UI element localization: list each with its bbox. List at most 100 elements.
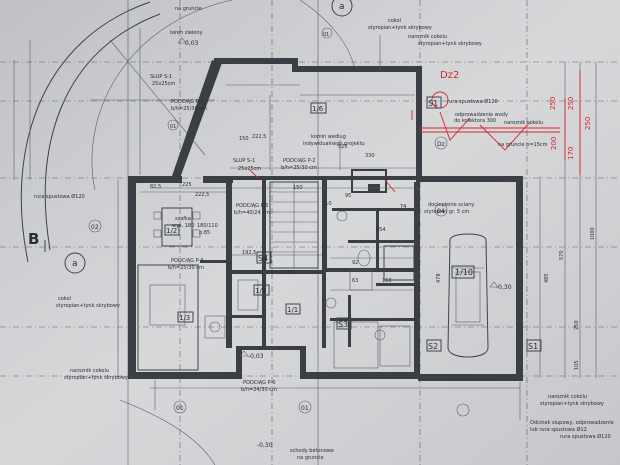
label-szafka: szafka <box>175 216 191 222</box>
svg-text:04: 04 <box>437 208 445 215</box>
label-podciag-p6-size: b/h=24/30 cm <box>241 387 277 393</box>
room-label-1-6: 1/6 <box>312 105 324 113</box>
dim-1000: 1000 <box>590 227 596 240</box>
label-dz2: Dz2 <box>440 70 459 81</box>
outer-walls <box>128 58 523 381</box>
label-cokol-left-2: styropian+tynk skrybowy <box>56 303 120 309</box>
dim-92: 92 <box>352 260 358 266</box>
room-label-1-2: 1/2 <box>166 227 177 235</box>
dim-330: 330 <box>365 153 375 159</box>
label-naroznik-right-4: na gruncie h=15cm <box>498 142 548 148</box>
dim-74: 74 <box>400 204 406 210</box>
label-cokol-top: cokol <box>388 18 401 24</box>
dining-table <box>161 207 193 247</box>
bathtub <box>383 245 415 281</box>
label-docieplenie-2: styropian gr. 5 cm <box>424 209 469 215</box>
label-slup-s1b: SLUP S-1 <box>233 158 255 164</box>
dim-222-5-b: 222,5 <box>195 192 209 198</box>
room-label-1-1: 1/1 <box>287 306 298 314</box>
label-podciag-p5: PODCIĄG P-5 <box>236 203 268 209</box>
label-naroznik-right-2: styropian+tynk skrybowy <box>540 401 604 407</box>
dim-233: 233 <box>286 270 296 276</box>
label-odprowadzenie-2: do kolektora 300 <box>454 118 496 124</box>
label-naroznik-left: naroznik cokolu <box>70 368 109 374</box>
dim-105: 105 <box>574 360 580 370</box>
dim-160: 160 <box>382 278 392 284</box>
label-komin-2: indywidualnego projektu <box>303 141 365 147</box>
staircase <box>269 181 319 269</box>
svg-text:250: 250 <box>567 97 575 110</box>
dim-150-b: 150 <box>293 185 303 191</box>
label-podciag-p1-size: b/h=25/30 cm <box>171 106 207 112</box>
label-docieplenie: docieplenie sciany <box>428 202 474 208</box>
room-label-1-10: 1/10 <box>455 268 473 277</box>
svg-text:02: 02 <box>91 224 99 231</box>
label-komin: komin wedlug <box>311 134 346 140</box>
label-wys-right: 180/110 <box>197 223 218 229</box>
label-slup-s1: SLUP S-1 <box>150 74 172 80</box>
label-naroznik-right-3: naroznik cokolu <box>504 120 543 126</box>
svg-text:01: 01 <box>323 32 329 38</box>
label-odcinek: Odcinek slupowy, odprowadzenie <box>530 420 614 426</box>
dim-63: 63 <box>352 278 358 284</box>
label-slup-s1-size: 25x25cm <box>152 81 175 87</box>
svg-text:Dz: Dz <box>437 141 445 148</box>
label-naroznik-left-2: styropian+tynk skrybowy <box>64 375 128 381</box>
axis-marker-a-left: a <box>72 259 78 269</box>
svg-text:01: 01 <box>301 405 309 412</box>
car-outline <box>447 233 489 358</box>
dim-150-a: 150 <box>239 136 249 142</box>
label-podciag-p6: PODCIĄG P-6 <box>243 380 275 386</box>
svg-text:200: 200 <box>550 137 558 150</box>
label-podciag-p3-size: b/h=25/30 cm <box>168 265 204 271</box>
axis-markers: a a B 02 01 01 01 Dz 04 01 <box>28 0 470 417</box>
label-odprowadzenie: odprowadzenie wody <box>455 112 508 118</box>
dim-325: 325 <box>338 144 348 150</box>
label-naroznik-top: naroznik cokolu <box>408 34 447 40</box>
room-label-s2: S2 <box>428 342 438 351</box>
elevation-marks: 0,03 -0,30 -0,03 -0,30 <box>177 37 512 449</box>
dim-485: 485 <box>544 273 550 283</box>
label-rura-top: rura spustowa Ø120 <box>447 98 498 105</box>
label-naroznik-top-2: styropian+tynk skrybowy <box>418 41 482 47</box>
dim-82-5: 82,5 <box>150 184 161 190</box>
label-rura-left: rura spustowa Ø120 <box>34 193 85 200</box>
label-odcinek-2: lub rura spustowa Ø12 <box>530 426 587 433</box>
dim-250: 250 <box>574 320 580 330</box>
label-podciag-p5-size: b/h=40/24 cm <box>234 210 270 216</box>
section-marker-b: B <box>28 230 39 248</box>
dim-110: 110 <box>322 201 332 207</box>
dim-95: 95 <box>345 193 351 199</box>
svg-text:170: 170 <box>567 147 575 160</box>
furniture <box>137 207 415 371</box>
dimension-values: 150 225 222,5 82,5 222,5 150 95 110 325 … <box>150 134 596 370</box>
elevation-terrace: -0,03 <box>248 353 264 360</box>
room-label-s3: S3 <box>338 320 348 329</box>
room-label-s1-garage: S1 <box>528 342 538 351</box>
label-teren-2: na gruncie <box>175 6 202 12</box>
room-label-s1: S1 <box>428 99 438 108</box>
label-podciag-p3: PODCIĄG P-3 <box>171 258 203 264</box>
label-schody-2: na gruncie <box>297 455 324 461</box>
label-wys-right-2: p.85 <box>199 230 210 236</box>
label-rura-right: rura spustowa Ø120 <box>560 433 611 440</box>
label-schody: schody betonowe <box>290 448 334 454</box>
svg-text:01: 01 <box>176 405 184 412</box>
label-szafka-wys: wys. 180 <box>172 223 194 229</box>
label-podciag-p1: PODCIĄG P-1 <box>171 99 203 105</box>
label-podciag-p2: PODCIĄG P-2 <box>283 158 315 164</box>
svg-text:250: 250 <box>549 97 557 110</box>
elevation-top: 0,03 <box>185 40 199 47</box>
room-label-s4: S4 <box>258 254 268 263</box>
label-podciag-p2-size: b/h=25/30 cm <box>281 165 317 171</box>
dimension-lines <box>13 35 597 420</box>
room-label-1-3: 1/3 <box>179 314 190 322</box>
curved-terrace <box>20 0 356 465</box>
svg-text:250: 250 <box>584 117 592 130</box>
svg-text:01: 01 <box>170 124 176 130</box>
label-teren: teren zielony <box>170 30 203 36</box>
kitchen-counter <box>137 264 199 371</box>
room-label-1-4: 1/4 <box>255 287 267 295</box>
label-cokol-left: cokol <box>58 296 71 302</box>
